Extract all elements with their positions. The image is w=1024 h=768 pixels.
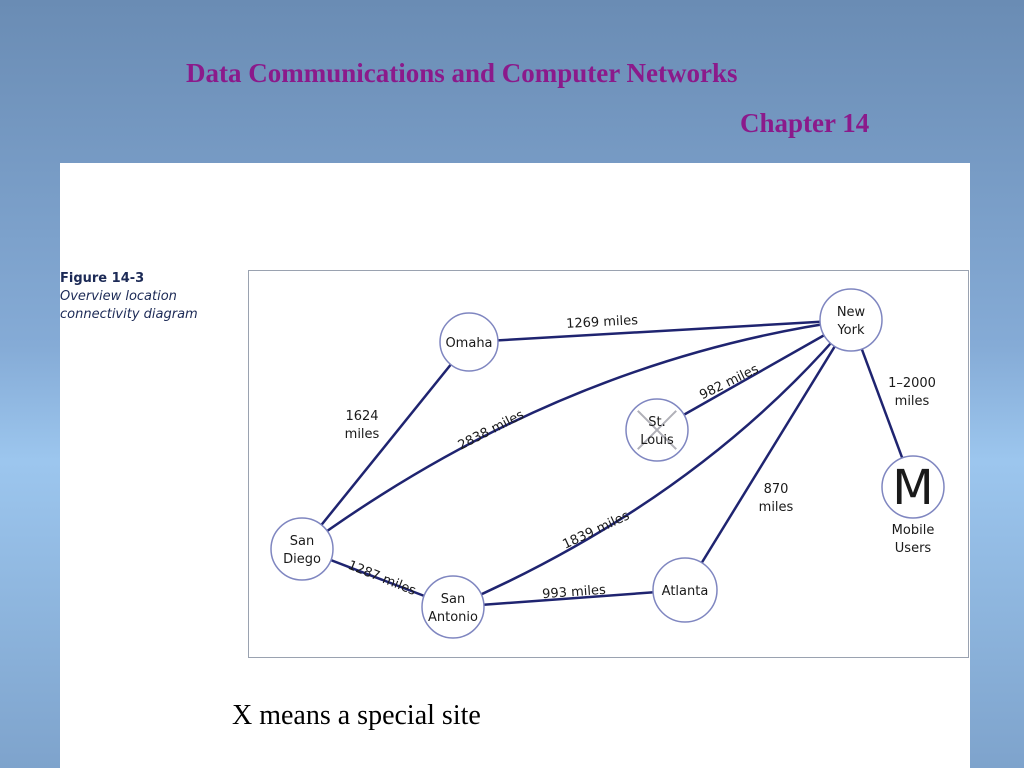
link-label-san-antonio-atlanta: 993 miles	[542, 583, 607, 602]
link-st-louis-new-york	[656, 318, 852, 432]
link-san-diego-new-york	[301, 318, 852, 551]
link-atlanta-new-york	[683, 319, 853, 591]
slide-title: Data Communications and Computer Network…	[186, 58, 738, 88]
node-atlanta: Atlanta	[652, 557, 718, 623]
link-san-antonio-new-york	[452, 319, 852, 609]
special-site-x-mark	[637, 410, 677, 450]
link-san-diego-omaha	[301, 341, 470, 550]
node-circle-atlanta	[652, 557, 718, 623]
node-label: St.Louis	[640, 415, 674, 448]
footnote: X means a special site	[232, 700, 481, 731]
node-circle-new-york	[819, 288, 883, 352]
node-label: Atlanta	[662, 584, 709, 599]
figure-number: Figure 14-3	[60, 271, 145, 286]
node-circle-mobile	[881, 455, 945, 519]
node-circle-san-diego	[270, 517, 334, 581]
figure-description: Overview location connectivity diagram	[60, 289, 198, 322]
node-omaha: Omaha	[439, 312, 499, 372]
node-circle-san-antonio	[421, 575, 485, 639]
figure-caption: Figure 14-3 Overview location connectivi…	[60, 270, 245, 324]
slide-subtitle: Chapter 14	[740, 108, 870, 138]
node-st-louis: St.Louis	[625, 398, 689, 462]
node-circle-omaha	[439, 312, 499, 372]
mobile-m-symbol: M	[892, 460, 933, 516]
node-label: Omaha	[445, 336, 492, 351]
link-label-omaha-new-york: 1269 miles	[566, 313, 639, 332]
link-omaha-new-york	[468, 318, 852, 344]
link-san-antonio-atlanta	[452, 588, 686, 609]
